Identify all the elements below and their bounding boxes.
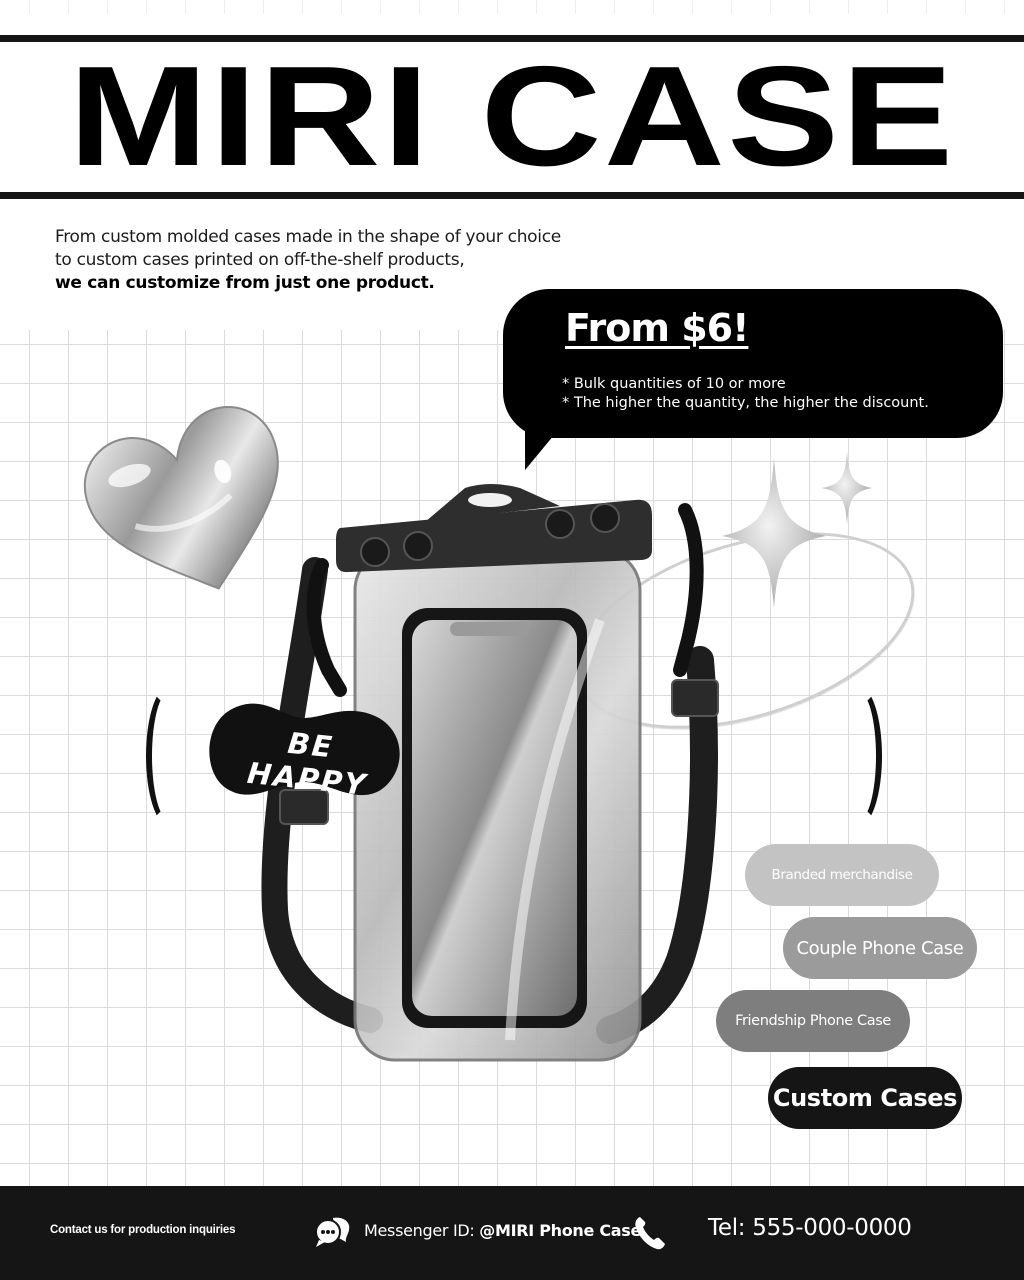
intro-line-3: we can customize from just one product. — [55, 273, 435, 293]
price-note: * Bulk quantities of 10 or more — [562, 376, 786, 392]
chat-bubbles-icon — [315, 1217, 350, 1247]
tag-friendship-phone-case[interactable]: Friendship Phone Case — [716, 990, 910, 1052]
footer-contact-label: Contact us for production inquiries — [50, 1224, 236, 1236]
tag-couple-phone-case[interactable]: Couple Phone Case — [783, 917, 977, 979]
intro-text: From custom molded cases made in the sha… — [55, 226, 635, 295]
messenger-prefix: Messenger ID: — [364, 1221, 480, 1240]
tag-branded-merchandise[interactable]: Branded merchandise — [745, 844, 939, 906]
sparkle-small-icon — [822, 452, 872, 524]
chrome-heart-icon — [83, 406, 279, 590]
tag-custom-cases[interactable]: Custom Cases — [768, 1067, 962, 1129]
title-rule-top — [0, 35, 1024, 42]
price-note: * The higher the quantity, the higher th… — [562, 395, 929, 411]
intro-line-2: to custom cases printed on off-the-shelf… — [55, 250, 465, 270]
be-happy-badge — [209, 703, 400, 796]
sparkle-large-icon — [722, 458, 826, 608]
waterproof-phone-pouch-image — [261, 484, 719, 1062]
title-rule-bottom — [0, 192, 1024, 199]
price-notes: * Bulk quantities of 10 or more * The hi… — [562, 375, 929, 413]
phone-icon — [635, 1217, 665, 1250]
left-parenthesis-decoration — [146, 686, 192, 826]
intro-line-1: From custom molded cases made in the sha… — [55, 227, 561, 247]
footer-bar: Contact us for production inquiries Mess… — [0, 1186, 1024, 1280]
top-grid-ticks — [0, 0, 1024, 14]
page-title: MIRI CASE — [68, 37, 956, 196]
price-speech-bubble — [503, 289, 1003, 438]
footer-messenger: Messenger ID: @MIRI Phone Case — [364, 1221, 641, 1240]
right-parenthesis-decoration — [836, 686, 882, 826]
price-headline: From $6! — [565, 306, 749, 350]
messenger-id[interactable]: @MIRI Phone Case — [479, 1221, 642, 1240]
footer-telephone[interactable]: Tel: 555-000-0000 — [708, 1215, 912, 1241]
